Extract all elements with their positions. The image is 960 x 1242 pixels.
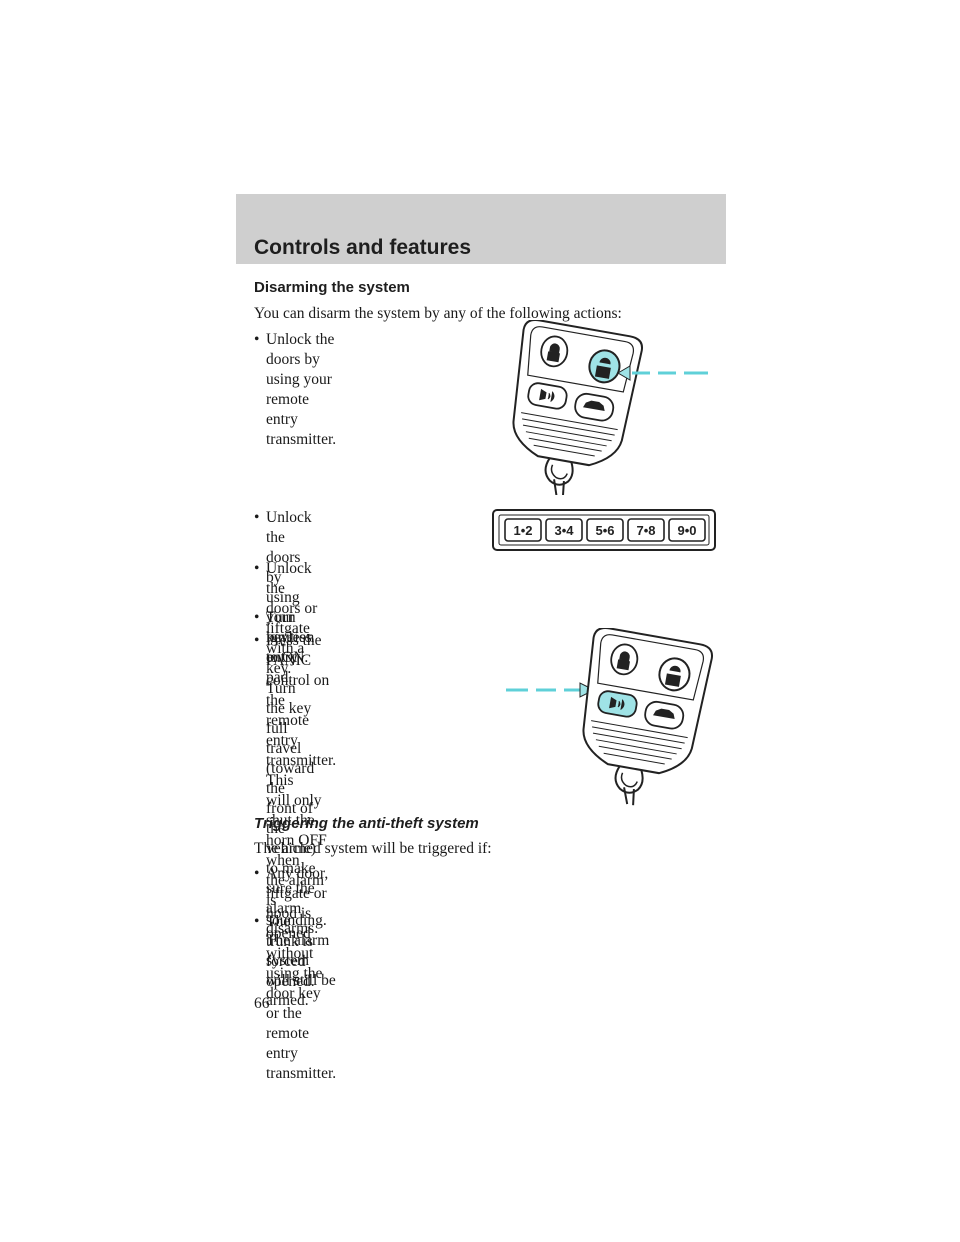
bullet-dot-icon: • xyxy=(254,609,260,626)
bullet-dot-icon: • xyxy=(254,331,260,348)
bullet-dot-icon: • xyxy=(254,632,260,649)
remote-transmitter-unlock-highlighted-icon xyxy=(512,320,708,495)
keypad-key-label: 1•2 xyxy=(513,523,532,538)
section-heading-triggering: Triggering the anti-theft system xyxy=(254,815,479,832)
remote-transmitter-panic-highlighted-icon xyxy=(506,628,714,806)
section-intro-disarming: You can disarm the system by any of the … xyxy=(254,305,622,322)
section-heading-disarming: Disarming the system xyxy=(254,279,410,296)
keypad-key-label: 5•6 xyxy=(595,523,614,538)
page-number: 66 xyxy=(254,995,270,1012)
bullet-dot-icon: • xyxy=(254,560,260,577)
keypad-key-label: 9•0 xyxy=(677,523,696,538)
header-band: Controls and features xyxy=(236,194,726,264)
keypad-key-label: 3•4 xyxy=(554,523,574,538)
bullet-dot-icon: • xyxy=(254,865,260,882)
bullet-dot-icon: • xyxy=(254,913,260,930)
bullet-dot-icon: • xyxy=(254,509,260,526)
page-header-title: Controls and features xyxy=(254,236,472,259)
keyless-entry-pad-icon: 1•2 3•4 5•6 7•8 9•0 xyxy=(492,509,716,551)
keypad-key-label: 7•8 xyxy=(636,523,655,538)
section-intro-triggering: The armed system will be triggered if: xyxy=(254,840,492,857)
